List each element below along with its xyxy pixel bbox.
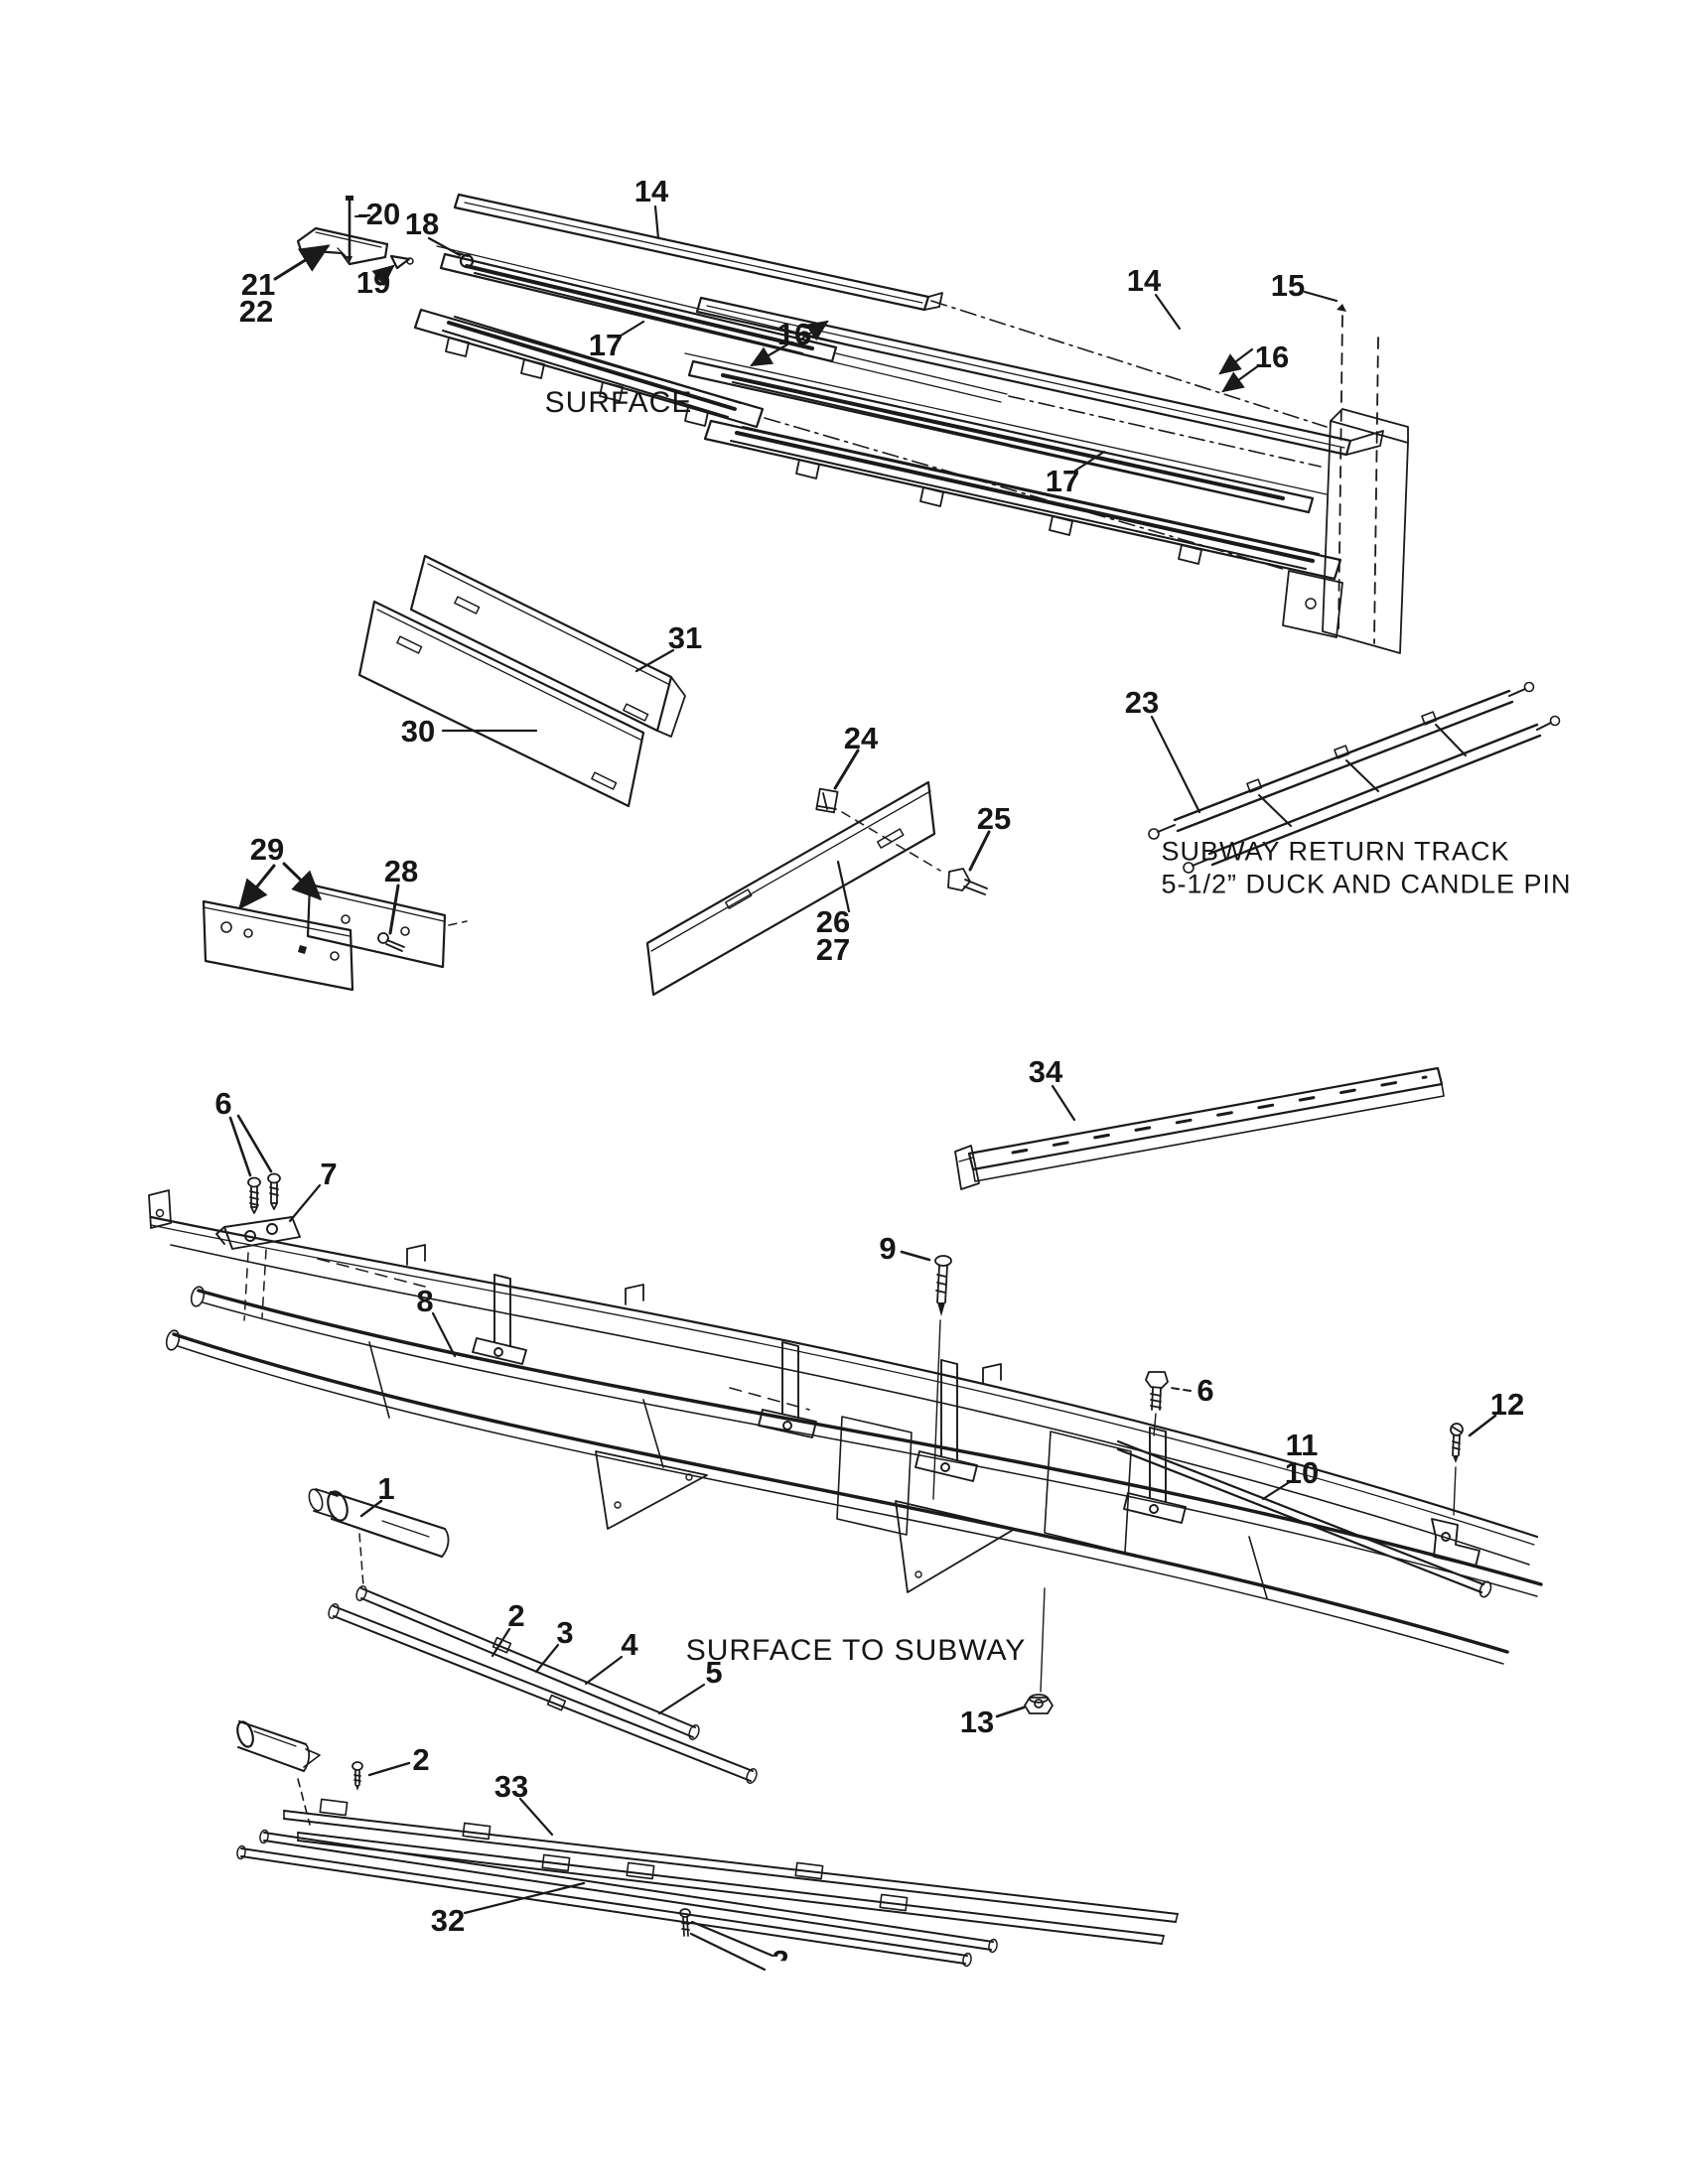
bolt-25 <box>947 868 988 895</box>
connector-plug <box>236 1720 321 1772</box>
leader-4 <box>584 1655 624 1686</box>
leader-17-right <box>1073 450 1106 473</box>
screw-2-bottom-center <box>679 1908 691 1937</box>
projection-dash-24 <box>841 811 941 872</box>
leader-5 <box>657 1683 706 1715</box>
leader-14-left <box>653 205 660 240</box>
leader-24 <box>833 749 860 790</box>
leader-31 <box>634 648 675 673</box>
cone-19 <box>389 254 414 270</box>
rail-14-right <box>695 296 1384 457</box>
leader-2-mid <box>491 1627 511 1658</box>
return-track-23 <box>1148 681 1561 874</box>
leader-29-b <box>282 862 323 901</box>
leader-33 <box>518 1797 554 1837</box>
leader-21 <box>273 244 331 281</box>
leader-17-left <box>616 320 645 340</box>
leader-25 <box>968 830 991 872</box>
pin-20 <box>346 196 367 263</box>
leader-13 <box>995 1706 1026 1718</box>
leader-18 <box>427 236 462 257</box>
leader-3 <box>534 1643 560 1674</box>
leader-10-11 <box>1261 1479 1293 1501</box>
screw-28 <box>377 932 405 952</box>
screw-12 <box>1450 1423 1464 1516</box>
leader-23 <box>1150 715 1201 814</box>
clip-nut-24 <box>815 787 839 814</box>
leader-28 <box>388 884 400 935</box>
leader-29-a <box>238 864 276 910</box>
rail-17-left <box>413 308 765 429</box>
channel-rail-34 <box>954 1066 1445 1190</box>
projection-lines-top <box>764 300 1328 570</box>
leader-1 <box>359 1499 383 1518</box>
channel-end-15 <box>1322 304 1409 654</box>
leader-34 <box>1051 1084 1076 1122</box>
mounting-plates-28-29 <box>202 862 468 992</box>
leader-14-right <box>1154 293 1182 331</box>
leader-2-cut-a <box>690 1920 774 1958</box>
rail-14-left <box>453 193 943 312</box>
leader-16-right-a <box>1221 363 1261 393</box>
tubes-2-5 <box>328 1585 758 1784</box>
rail-16-right <box>684 352 1328 514</box>
leader-15 <box>1303 290 1338 303</box>
surface-track-assembly <box>273 193 1409 654</box>
splice-panel-24-27 <box>645 749 991 997</box>
hanger-brackets <box>472 1274 1187 1524</box>
leader-16-right-b <box>1218 347 1254 375</box>
leader-6-left-a <box>228 1116 252 1177</box>
rail-17-right <box>703 419 1343 638</box>
leader-26-27 <box>836 860 851 913</box>
leader-32 <box>463 1881 586 1915</box>
leader-6-left-b <box>236 1114 273 1173</box>
ramp-assembly <box>148 1114 1543 1784</box>
leader-19 <box>371 264 395 287</box>
nut-13 <box>1024 1587 1054 1714</box>
rail-16-left <box>436 245 1008 403</box>
leader-12 <box>1468 1414 1497 1437</box>
leader-8 <box>431 1311 457 1358</box>
frame-33 <box>283 1798 1179 1945</box>
leader-2-cut-b <box>689 1932 767 1972</box>
leader-16-left-a <box>750 342 789 367</box>
rod-10-11 <box>1116 1439 1492 1598</box>
bracket-7 <box>215 1216 301 1250</box>
guide-panels-30-31 <box>357 554 686 808</box>
z-bracket <box>1431 1518 1480 1568</box>
rods-32 <box>236 1829 998 1968</box>
roller-1 <box>308 1488 450 1587</box>
leader-9 <box>900 1250 931 1262</box>
bottom-track-32-33 <box>236 1720 1179 1972</box>
spike-9 <box>932 1255 952 1500</box>
roller-18 <box>456 251 475 269</box>
leader-7 <box>288 1183 322 1223</box>
screw-2-bottom-left <box>352 1761 363 1791</box>
leader-6-right <box>1170 1387 1192 1392</box>
end-clamp-21-22 <box>296 226 389 266</box>
leader-2-bottom <box>367 1761 411 1777</box>
bolt-6-right <box>1145 1371 1169 1436</box>
screws-6-left <box>247 1172 281 1214</box>
